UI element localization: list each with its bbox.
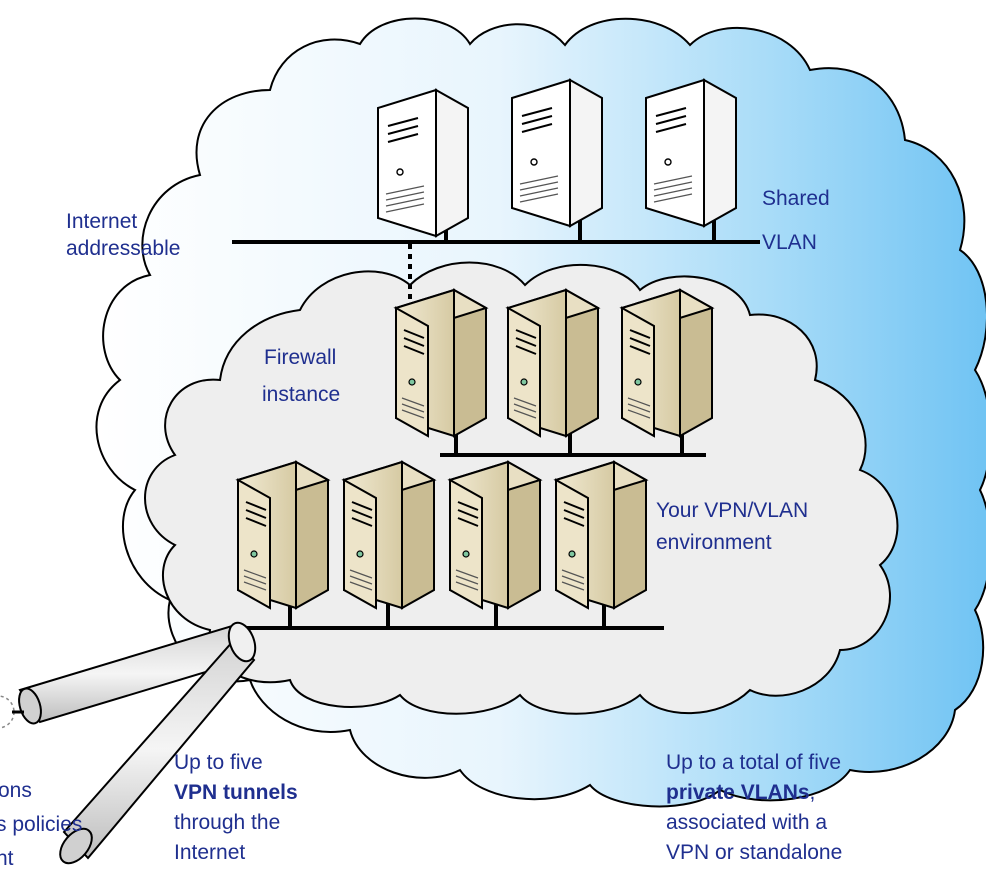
private-vlans-line1: Up to a total of five [666, 751, 842, 774]
shared-vlan-line2: VLAN [762, 231, 817, 254]
tunnels-line4: Internet [174, 841, 246, 864]
firewall-line1: Firewall [264, 346, 337, 369]
vpn-server-2-icon [507, 289, 599, 437]
cut-left-line3: nt [0, 847, 14, 870]
tunnel-mouth-icon [227, 621, 257, 663]
shared-server-1-icon [377, 89, 469, 237]
tunnels-line2: VPN tunnels [174, 778, 298, 808]
firewall-instance-label: Firewall instance [262, 344, 341, 408]
private-vlans-line3: associated with a [666, 811, 828, 834]
private-vlans-line4: VPN or standalone [666, 841, 843, 864]
vpn-env-line1: Your VPN/VLAN [656, 499, 809, 522]
cut-left-line1: ons [0, 779, 32, 802]
private-vlans-label: Up to a total of five private VLANs, ass… [666, 748, 842, 868]
vpn-server-7-icon [555, 461, 647, 609]
internet-addressable-label: Internet addressable [66, 208, 180, 262]
vpn-environment-label: Your VPN/VLAN environment [656, 497, 808, 556]
vpn-server-5-icon [343, 461, 435, 609]
private-vlans-comma: , [809, 781, 816, 804]
vpn-server-3-icon [621, 289, 713, 437]
internet-addressable-line2: addressable [66, 237, 181, 260]
shared-vlan-line1: Shared [762, 187, 830, 210]
vpn-server-4-icon [237, 461, 329, 609]
vpn-server-6-icon [449, 461, 541, 609]
shared-vlan-label: Shared VLAN [762, 185, 830, 256]
vpn-tunnel-2-icon [59, 638, 256, 865]
tunnels-line3: through the [174, 811, 281, 834]
vpn-env-line2: environment [656, 531, 772, 554]
remote-site-icon [0, 695, 15, 729]
internet-addressable-line1: Internet [66, 210, 138, 233]
firewall-server-icon [395, 289, 487, 437]
shared-server-2-icon [511, 79, 603, 227]
vpn-tunnels-label: Up to five VPN tunnels through the Inter… [174, 748, 298, 868]
private-vlans-line2: private VLANs, [666, 778, 842, 808]
firewall-line2: instance [262, 383, 341, 406]
cut-off-left-label: ons s policies nt [0, 774, 82, 876]
tunnels-bold-text: VPN tunnels [174, 781, 298, 804]
shared-server-3-icon [645, 79, 737, 227]
private-vlans-bold-text: private VLANs [666, 781, 810, 804]
cut-left-line2: s policies [0, 813, 83, 836]
tunnels-line1: Up to five [174, 751, 263, 774]
